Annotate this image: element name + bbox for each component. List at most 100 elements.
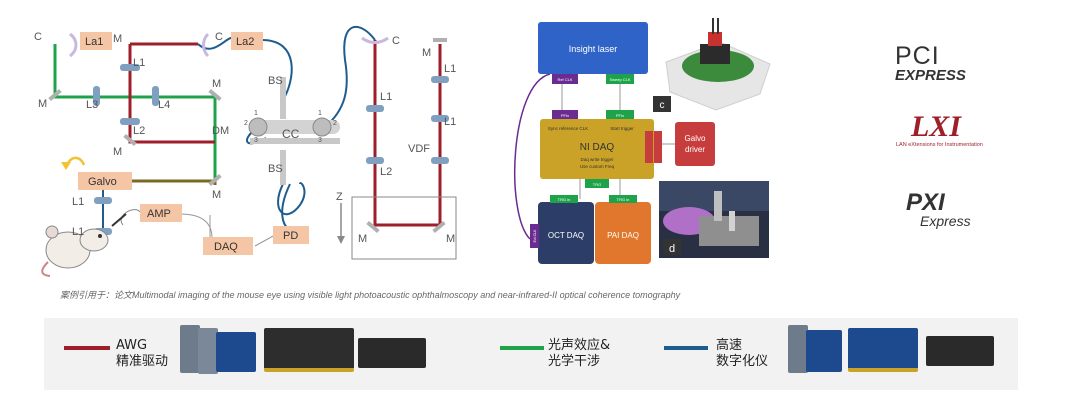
label-bs2: BS	[268, 163, 283, 175]
label-c3: C	[392, 35, 400, 47]
legend-awg: AWG 精准驱动	[116, 338, 168, 370]
daq-box	[203, 237, 253, 255]
pai-daq-block	[595, 202, 651, 264]
legend-green-line	[500, 346, 544, 350]
daq-note-2: Use custom Freq	[580, 164, 615, 169]
mouse-illustration	[41, 213, 127, 277]
galvo-driver-label-1: Galvo	[685, 134, 706, 143]
ni-daq-block	[540, 119, 654, 179]
label-pd: PD	[283, 230, 298, 242]
fiber-pd	[281, 183, 293, 231]
mouse-photo: d	[659, 181, 769, 258]
la2-box	[231, 32, 263, 50]
express-text: EXPRESS	[895, 67, 966, 84]
tag-ref-clk: Ref CLK	[557, 77, 572, 82]
label-galvo: Galvo	[88, 176, 117, 188]
label-m6: M	[358, 233, 367, 245]
pxi-express-text: Express	[920, 213, 971, 229]
oct-daq-block	[538, 202, 594, 264]
fiber-sample	[324, 25, 376, 128]
label-la2: La2	[236, 36, 254, 48]
digitizer-pxi-card-2	[806, 330, 842, 372]
lxi-text: LXI	[910, 110, 961, 143]
digitizer-lxi-box	[926, 336, 994, 366]
citation-caption: 案例引用于：论文Multimodal imaging of the mouse …	[60, 290, 681, 300]
galvo-box	[78, 172, 132, 190]
daq-note-1: Daq write trigger	[580, 157, 614, 162]
label-cc: CC	[282, 127, 300, 141]
label-l1e: L1	[444, 63, 456, 75]
digitizer-pcie-card	[848, 328, 918, 372]
label-m7: M	[446, 233, 455, 245]
awg-pxi-card-1	[180, 325, 200, 373]
label-l3: L3	[86, 99, 98, 111]
legend-awg-2: 精准驱动	[116, 354, 169, 369]
galvo-driver-label-2: driver	[685, 145, 705, 154]
label-c1: C	[34, 31, 42, 43]
awg-pxi-card-2	[198, 328, 218, 374]
label-c2: C	[215, 31, 223, 43]
label-l1c: L1	[72, 226, 84, 238]
label-l1b: L1	[72, 196, 84, 208]
insight-laser-block	[538, 22, 648, 74]
red-sample-arm	[373, 40, 442, 227]
tag-trig-out: TRG	[593, 182, 601, 187]
label-daq: DAQ	[214, 241, 238, 253]
tag-ext-clk: Ext CLK	[533, 229, 537, 243]
label-l4: L4	[158, 99, 170, 111]
port-3b: 3	[318, 137, 322, 144]
port-1a: 1	[254, 110, 258, 117]
label-l1d: L1	[380, 91, 392, 103]
port-2a: 2	[244, 120, 248, 127]
pd-box	[273, 226, 309, 244]
galvo-driver-block	[675, 122, 715, 166]
legend-hs: 高速 数字化仪	[716, 338, 768, 370]
label-l1f: L1	[444, 116, 456, 128]
lxi-logo: LXI LAN eXtensions for Instrumentation	[896, 110, 1006, 149]
tag-pfi-b: PFIx	[616, 113, 624, 118]
pci-express-logo: PCI EXPRESS	[895, 44, 1005, 84]
oct-daq-label: OCT DAQ	[548, 231, 584, 240]
start-trigger-label: Start trigger	[610, 126, 634, 131]
tag-pfi-a: PFIx	[561, 113, 569, 118]
photo-d-label: d	[669, 243, 675, 255]
awg-pxi-card-3	[216, 332, 256, 372]
label-bs1: BS	[268, 75, 283, 87]
insight-laser-label: Insight laser	[569, 44, 618, 54]
wire-amp-daq	[179, 213, 213, 239]
port-1b: 1	[318, 110, 322, 117]
tag-trig-in-1: TRG in	[558, 197, 571, 202]
ni-daq-label: NI DAQ	[580, 142, 615, 153]
wire-daq-pd	[254, 234, 276, 247]
awg-pcie-card	[264, 328, 354, 372]
legend-red-line	[64, 346, 110, 350]
port-2b: 2	[333, 120, 337, 127]
awg-lxi-box	[358, 338, 426, 368]
label-l2a: L2	[133, 125, 145, 137]
legend-pa: 光声效应& 光学干涉	[548, 338, 610, 370]
pai-daq-label: PAI DAQ	[607, 231, 639, 240]
label-l1a: L1	[133, 57, 145, 69]
pci-text: PCI	[895, 42, 940, 70]
tag-sweep: Sweep CLK	[609, 77, 630, 82]
system-block-diagram: Insight laser Ref CLK Sweep CLK PFIx PFI…	[513, 22, 715, 264]
label-m-top: M	[212, 78, 221, 90]
port-3a: 3	[254, 137, 258, 144]
legend-hs-2: 数字化仪	[716, 354, 769, 369]
optical-setup-diagram: C M L1 M L3 L4 L2 M DM M M L1 L1 C BS BS…	[34, 25, 457, 277]
pxi-express-logo: PXI Express	[906, 189, 996, 229]
pxi-text: PXI	[906, 189, 945, 216]
tag-trig-in-2: TRG in	[617, 197, 630, 202]
amp-box	[140, 204, 182, 222]
label-dm: DM	[212, 125, 229, 137]
label-m1: M	[113, 33, 122, 45]
la1-box	[80, 32, 112, 50]
sync-clk-label: Sync reference CLK	[548, 126, 588, 131]
label-m3: M	[113, 146, 122, 158]
label-m2: M	[38, 98, 47, 110]
label-vdf: VDF	[408, 143, 430, 155]
label-la1: La1	[85, 36, 103, 48]
legend-blue-line	[664, 346, 708, 350]
legend-pa-2: 光学干涉	[548, 354, 601, 369]
legend-awg-1: AWG	[116, 338, 148, 353]
